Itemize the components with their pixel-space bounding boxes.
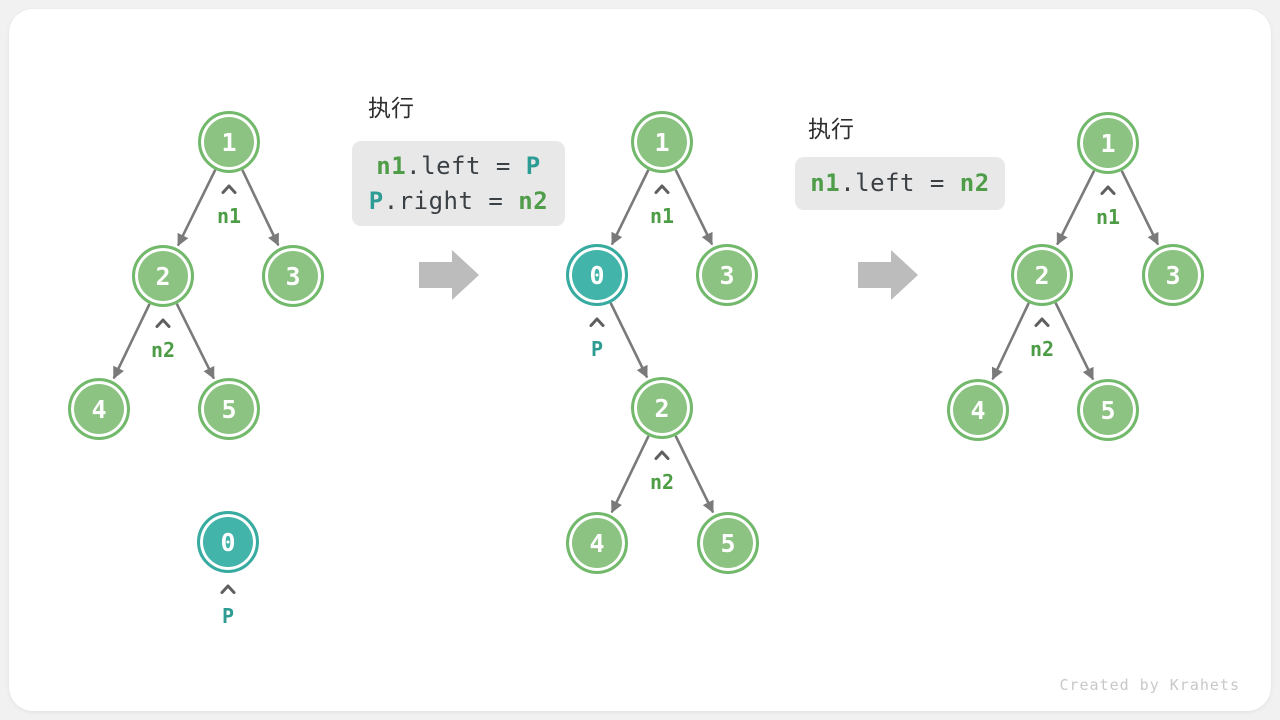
code-line: n1.left = P [376, 149, 540, 184]
tree-node-2: 2 [1011, 244, 1073, 306]
code-token: .left = [406, 151, 526, 180]
tree-node-1: 1 [1077, 112, 1139, 174]
code-token: P [525, 151, 541, 180]
tree-node-1: 1 [631, 111, 693, 173]
code-token: P [368, 186, 384, 215]
code-token: n2 [518, 186, 549, 215]
tree-node-5: 5 [198, 378, 260, 440]
pointer-label-n1: n1 [1095, 205, 1121, 229]
pointer-caret-icon [155, 318, 171, 328]
code-token: .left = [840, 169, 960, 197]
pointer-label-n2: n2 [1029, 337, 1055, 361]
pointer-label-n1: n1 [649, 204, 675, 228]
code-box-2: n1.left = n2 [795, 157, 1005, 210]
tree-node-3: 3 [1142, 244, 1204, 306]
pointer-caret-icon [589, 317, 605, 327]
pointer-caret-icon [654, 184, 670, 194]
pointer-caret-icon [654, 450, 670, 460]
pointer-caret-icon [1034, 317, 1050, 327]
exec-title-2: 执行 [808, 117, 854, 143]
pointer-caret-icon [1100, 185, 1116, 195]
pointer-caret-icon [220, 584, 236, 594]
exec-title-1: 执行 [368, 96, 414, 122]
tree-node-2: 2 [631, 377, 693, 439]
code-token: n1 [376, 151, 407, 180]
tree-node-0: 0 [566, 244, 628, 306]
tree-node-0: 0 [197, 511, 259, 573]
watermark-credit: Created by Krahets [1059, 676, 1240, 694]
tree-node-1: 1 [198, 111, 260, 173]
code-token: .right = [383, 186, 519, 215]
tree-node-5: 5 [697, 512, 759, 574]
code-token: n2 [959, 169, 990, 197]
pointer-label-P: P [221, 604, 235, 628]
pointer-label-P: P [590, 337, 604, 361]
pointer-label-n2: n2 [150, 338, 176, 362]
tree-node-3: 3 [262, 245, 324, 307]
pointer-caret-icon [221, 184, 237, 194]
tree-node-4: 4 [566, 512, 628, 574]
pointer-label-n1: n1 [216, 204, 242, 228]
tree-node-3: 3 [696, 244, 758, 306]
code-line: P.right = n2 [369, 184, 548, 219]
tree-node-4: 4 [947, 379, 1009, 441]
code-line: n1.left = n2 [810, 166, 989, 201]
pointer-label-n2: n2 [649, 470, 675, 494]
tree-node-4: 4 [68, 378, 130, 440]
tree-node-5: 5 [1077, 379, 1139, 441]
code-token: n1 [810, 169, 841, 197]
tree-node-2: 2 [132, 245, 194, 307]
